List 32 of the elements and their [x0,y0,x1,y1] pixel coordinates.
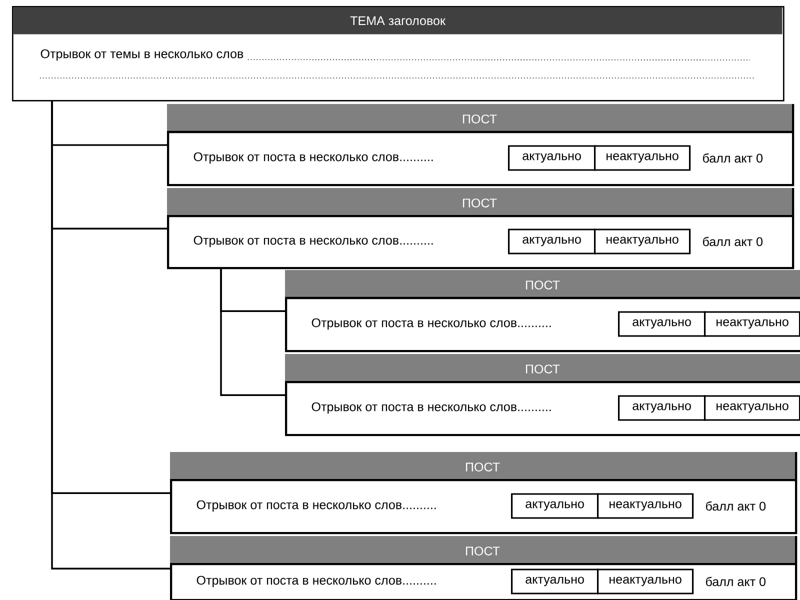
toggle-button: актуально [508,228,596,254]
header-title: ПОСТ [462,198,497,208]
toggle-button: актуально [508,145,596,171]
score-text: балл акт 0 [706,576,766,586]
excerpt-text: Отрывок от поста в несколько слов.......... [194,152,433,164]
header-title: ПОСТ [466,546,500,556]
excerpt-text: Отрывок от поста в несколько слов.......... [312,402,551,414]
header-title: ПОСТ [466,462,500,472]
header-title: ПОСТ [526,364,560,374]
excerpt-text: Отрывок от темы в несколько слов [40,49,244,61]
tree-connector [51,101,170,570]
excerpt-text: Отрывок от поста в несколько слов.......... [312,318,551,330]
tree-connector [220,269,285,396]
header-title: ПОСТ [462,114,497,124]
score-text: балл акт 0 [703,236,763,246]
toggle-button: актуально [618,395,706,421]
toggle-button: актуально [511,568,599,594]
toggle-button: неактуально [594,228,691,254]
excerpt-text: Отрывок от поста в несколько слов.......... [194,236,433,248]
score-text: балл акт 0 [703,153,763,163]
toggle-button: неактуально [704,311,800,337]
toggle-button: актуально [618,311,706,337]
toggle-button: неактуально [594,145,691,171]
toggle-button: актуально [511,493,599,519]
toggle-button: неактуально [704,395,800,421]
toggle-button: неактуально [597,493,694,519]
header-bar: ТЕМА заголовок [13,7,782,34]
excerpt-text: Отрывок от поста в несколько слов.......... [196,500,436,512]
header-title: ПОСТ [526,280,560,290]
toggle-button: неактуально [597,568,694,594]
excerpt-text: Отрывок от поста в несколько слов.......... [196,576,436,588]
score-text: балл акт 0 [706,501,766,511]
